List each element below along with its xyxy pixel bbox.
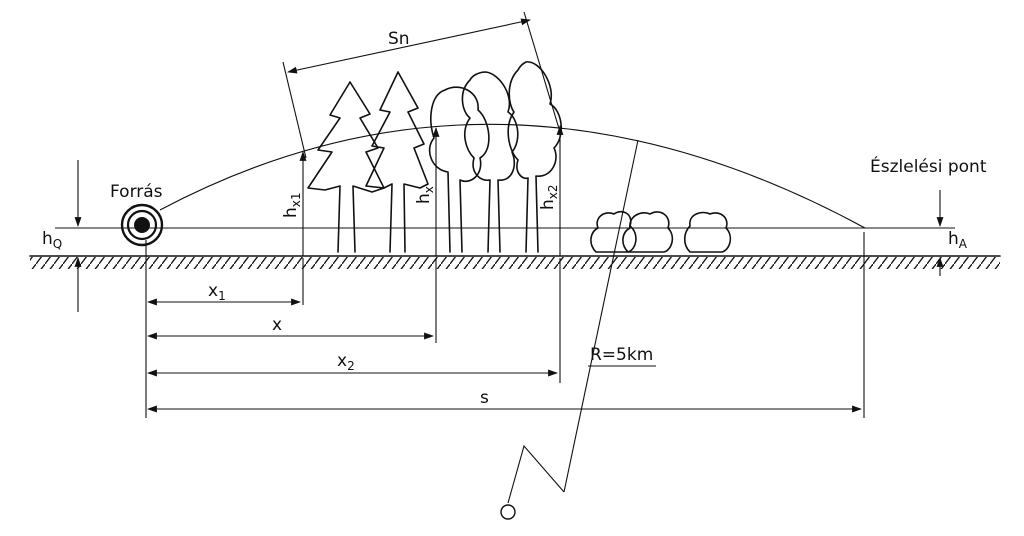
- observation-label: Észlelési pont: [870, 155, 987, 177]
- ground: [29, 255, 1001, 269]
- source-label: Forrás: [110, 182, 163, 202]
- deciduous-trees: [428, 61, 562, 253]
- h-q-label: hQ: [42, 229, 62, 251]
- h-a-label: hA: [948, 229, 968, 251]
- s-n-dimension: [282, 11, 561, 159]
- x1-label: x1: [208, 281, 226, 303]
- x-label: x: [272, 315, 282, 335]
- bushes: [590, 210, 732, 253]
- source-symbol: [120, 203, 164, 247]
- center-point: [500, 504, 516, 520]
- h-x2-label: hx2: [538, 184, 560, 210]
- distance-dimensions: [145, 232, 865, 418]
- radius-line: [500, 139, 656, 520]
- h-x-label: hx: [414, 186, 436, 204]
- s-label: s: [480, 388, 489, 408]
- s-n-label: Sn: [388, 29, 410, 49]
- propagation-ray: [159, 123, 866, 229]
- radius-label: R=5km: [590, 345, 653, 365]
- x2-label: x2: [337, 351, 355, 373]
- conifer-trees: [307, 71, 429, 253]
- h-x1-label: hx1: [281, 192, 303, 218]
